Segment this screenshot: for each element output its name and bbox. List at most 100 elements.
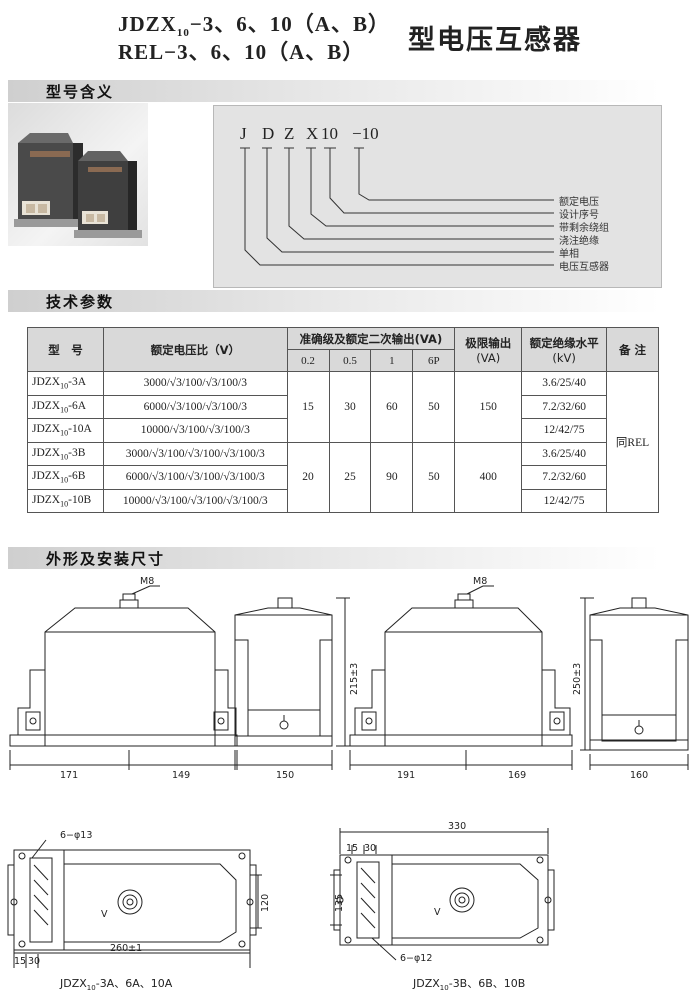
caption-b-sub: 10 xyxy=(439,984,449,993)
model-prefix: JDZX xyxy=(32,399,61,412)
code-meaning-cast-insulation: 浇注绝缘 xyxy=(559,236,599,247)
header-remark: 备 注 xyxy=(606,327,659,372)
header-insulation-line2: (kV) xyxy=(552,350,576,365)
cell-insulation: 12/42/75 xyxy=(521,418,608,443)
cell-insulation: 12/42/75 xyxy=(521,488,608,513)
code-letter-j: J xyxy=(240,124,247,143)
cell-ratio: 6000/√3/100/√3/100/3 xyxy=(102,394,288,419)
plan-drawings: 6−φ13 V 120 260±1 15 30 330 15 30 135 6−… xyxy=(7,821,555,968)
elevation-drawings: M8 M8 171 149 150 191 169 160 215±3 250±… xyxy=(9,576,689,781)
caption-a-sub: 10 xyxy=(86,984,96,993)
title-line-1: JDZX10−3、6、10（A、B） xyxy=(118,8,390,39)
code-letter-x: X xyxy=(306,124,319,143)
dim-15-b: 15 xyxy=(346,843,358,854)
cell-class-6p-b: 50 xyxy=(412,441,456,513)
code-design-number: 10 xyxy=(321,124,338,143)
model-suffix: -10A xyxy=(68,423,92,436)
header-class-05: 0.5 xyxy=(328,349,372,372)
header-class-6p: 6P xyxy=(412,349,456,372)
cell-ratio: 3000/√3/100/√3/100/√3/100/3 xyxy=(102,441,288,466)
dim-15-a: 15 xyxy=(14,956,26,967)
cell-model: JDZX10-10A xyxy=(27,418,104,443)
code-meaning-rated-voltage: 额定电压 xyxy=(559,197,599,208)
section-dimensions: 外形及安装尺寸 xyxy=(8,547,660,569)
header-insulation: 额定绝缘水平(kV) xyxy=(521,327,608,372)
model-sub: 10 xyxy=(60,498,69,508)
table-row: JDZX10-3B 3000/√3/100/√3/100/√3/100/3 20… xyxy=(27,441,659,513)
model-prefix: JDZX xyxy=(32,493,61,506)
cell-model: JDZX10-6B xyxy=(27,465,104,490)
dim-250: 250±3 xyxy=(572,663,583,695)
title-model-prefix: JDZX xyxy=(118,12,177,36)
table-row: JDZX10-10A 10000/√3/100/√3/100/3 12/42/7… xyxy=(27,418,659,443)
hole-label-a: 6−φ13 xyxy=(60,830,92,841)
model-suffix: -3B xyxy=(68,446,86,459)
side-view-a xyxy=(234,597,350,770)
v-mark-b: V xyxy=(434,907,441,918)
cell-insulation: 3.6/25/40 xyxy=(521,371,608,396)
product-photo xyxy=(8,103,148,246)
dim-171: 171 xyxy=(60,770,78,781)
caption-b-prefix: JDZX xyxy=(413,977,440,990)
model-prefix: JDZX xyxy=(32,446,61,459)
code-meaning-voltage-transformer: 电压互感器 xyxy=(559,262,609,273)
model-suffix: -6B xyxy=(68,470,86,483)
cell-ratio: 10000/√3/100/√3/100/√3/100/3 xyxy=(102,488,288,513)
bolt-label-a: M8 xyxy=(140,576,154,587)
section-title: 型号含义 xyxy=(46,83,115,101)
plan-view-a xyxy=(7,839,262,968)
dim-330: 330 xyxy=(448,821,466,832)
cell-class-1-b: 90 xyxy=(370,441,414,513)
model-sub: 10 xyxy=(60,451,69,461)
section-title: 技术参数 xyxy=(46,293,115,311)
model-suffix: -6A xyxy=(68,399,87,412)
model-sub: 10 xyxy=(60,428,69,438)
model-prefix: JDZX xyxy=(32,376,61,389)
side-view-b xyxy=(580,597,689,770)
dim-160: 160 xyxy=(630,770,648,781)
header-ratio: 额定电压比（V） xyxy=(102,327,288,372)
dim-191: 191 xyxy=(397,770,415,781)
header-class-1: 1 xyxy=(370,349,414,372)
dim-30-b: 30 xyxy=(364,843,376,854)
header-limit-line1: 极限输出 xyxy=(465,335,512,350)
hole-label-b: 6−φ12 xyxy=(400,953,432,964)
section-title: 外形及安装尺寸 xyxy=(46,550,166,568)
cell-insulation: 3.6/25/40 xyxy=(521,441,608,466)
cell-limit-a: 150 xyxy=(454,371,523,443)
header-limit-output: 极限输出(VA) xyxy=(454,327,523,372)
dim-150: 150 xyxy=(276,770,294,781)
model-suffix: -3A xyxy=(68,376,87,389)
code-meaning-design-number: 设计序号 xyxy=(559,210,599,221)
code-rated-voltage: −10 xyxy=(352,124,379,143)
code-meaning-residual-winding: 带剩余绕组 xyxy=(559,223,609,234)
model-sub: 10 xyxy=(60,381,69,391)
front-view-a xyxy=(9,585,238,770)
model-prefix: JDZX xyxy=(32,423,61,436)
caption-a-prefix: JDZX xyxy=(60,977,87,990)
front-view-b xyxy=(349,585,573,770)
cell-class-6p-a: 50 xyxy=(412,371,456,443)
header-limit-line2: (VA) xyxy=(476,350,501,365)
title-model-suffix: −3、6、10（A、B） xyxy=(189,12,390,36)
cell-class-1-a: 60 xyxy=(370,371,414,443)
header-model: 型 号 xyxy=(27,327,104,372)
model-suffix: -10B xyxy=(68,493,92,506)
plan-view-b xyxy=(330,828,555,961)
caption-b-suffix: -3B、6B、10B xyxy=(448,977,526,990)
code-letter-z: Z xyxy=(284,124,295,143)
header-insulation-line1: 额定绝缘水平 xyxy=(529,335,599,350)
transformer-photo-illustration xyxy=(14,133,142,238)
code-leader-lines xyxy=(240,147,554,266)
page-title: 型电压互感器 xyxy=(408,25,582,56)
title-model-sub: 10 xyxy=(176,27,190,40)
cell-model: JDZX10-6A xyxy=(27,394,104,419)
cell-insulation: 7.2/32/60 xyxy=(521,394,608,419)
cell-ratio: 6000/√3/100/√3/100/√3/100/3 xyxy=(102,465,288,490)
cell-class-05-b: 25 xyxy=(328,441,372,513)
section-tech-params: 技术参数 xyxy=(8,290,660,312)
table-row: JDZX10-6A 6000/√3/100/√3/100/3 7.2/32/60 xyxy=(27,394,659,419)
caption-b: JDZX10-3B、6B、10B xyxy=(413,975,525,992)
dim-30-a: 30 xyxy=(28,956,40,967)
code-letter-d: D xyxy=(262,124,275,143)
